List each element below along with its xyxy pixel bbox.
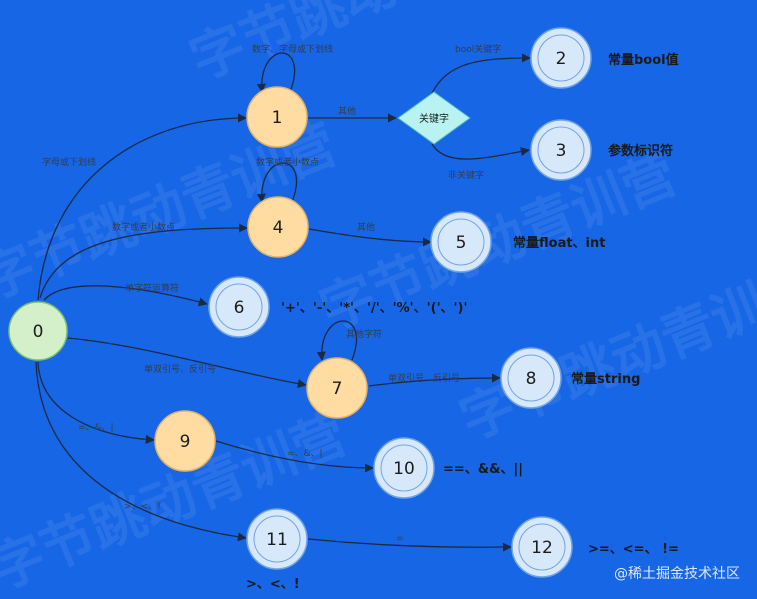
state-inner-ring (507, 354, 555, 402)
state-circle (373, 437, 435, 499)
state-layer: 0 1 2 3 4 5 6 (8, 27, 592, 578)
state-circle (530, 119, 592, 181)
state-label: 7 (332, 379, 343, 399)
state-s2: 2 (530, 27, 592, 89)
edge-layer (35, 52, 531, 552)
state-circle (208, 276, 270, 338)
token-label-s10: ==、&&、|| (443, 462, 523, 477)
edge-s9-s10 (215, 440, 374, 473)
edge-label-s7-s8: 单双引号、反引号 (388, 372, 460, 384)
edge-label-s0-s11: >、<、! (124, 502, 161, 512)
edge-label-s0-s4: 数字或者小数点 (112, 221, 175, 233)
token-label-s5: 常量float、int (513, 235, 605, 251)
decision-diamond (397, 91, 471, 145)
token-label-layer: 常量bool值 参数标识符 常量float、int '+'、'-'、'*'、'/… (246, 52, 679, 592)
state-s8: 8 (500, 347, 562, 409)
edge-keyword-s2 (431, 53, 531, 94)
state-label: 10 (393, 459, 415, 479)
state-s12: 12 (511, 516, 573, 578)
edge-label-s1-keyword: 其他 (338, 105, 356, 117)
state-label: 2 (556, 49, 567, 69)
edge-s0-s4 (39, 223, 248, 299)
edge-keyword-s3 (431, 143, 530, 160)
state-s11: 11 (246, 508, 308, 570)
edge-label-s0-s7: 单双引号、反引号 (144, 363, 216, 375)
edge-label-s0-s1: 字母或下划线 (42, 156, 96, 168)
state-circle (246, 86, 308, 148)
state-inner-ring (537, 34, 585, 82)
state-label: 0 (33, 322, 44, 342)
state-inner-ring (518, 523, 566, 571)
token-label-s2: 常量bool值 (608, 52, 679, 68)
token-label-s6: '+'、'-'、'*'、'/'、'%'、'('、')' (281, 301, 467, 316)
edge-s0-s1 (37, 113, 247, 301)
edge-s1-s1-loop (256, 52, 296, 93)
state-inner-ring (215, 283, 263, 331)
state-inner-ring (537, 126, 585, 174)
state-s10: 10 (373, 437, 435, 499)
edge-label-s7-loop: 其他字符 (346, 328, 382, 340)
state-circle (430, 211, 492, 273)
edge-label-s0-s6: 单字符运算符 (125, 282, 179, 294)
edge-label-s1-loop: 数字、字母或下划线 (252, 43, 333, 55)
edge-label-s0-s9: =、&、| (78, 423, 114, 433)
decision-keyword: 关键字 (397, 91, 471, 145)
state-s4: 4 (247, 196, 309, 258)
state-circle (500, 347, 562, 409)
state-inner-ring (253, 515, 301, 563)
state-circle (154, 410, 216, 472)
state-inner-ring (437, 218, 485, 266)
edge-label-s4-loop: 数字或者小数点 (256, 156, 319, 168)
watermark: 字节跳动青训营 (451, 252, 757, 452)
edge-s7-s8 (368, 373, 501, 387)
token-label-s8: 常量string (571, 371, 640, 387)
state-label: 9 (180, 432, 191, 452)
edge-s0-s7 (67, 337, 307, 389)
state-s7: 7 (306, 357, 368, 419)
state-circle (511, 516, 573, 578)
edge-label-s4-s5: 其他 (357, 221, 375, 233)
decision-label: 关键字 (419, 112, 449, 125)
edge-s7-s7-loop (316, 320, 358, 361)
edge-label-s9-s10: =、&、| (287, 449, 323, 459)
state-s5: 5 (430, 211, 492, 273)
edge-label-keyword-s3: 非关键字 (448, 169, 484, 181)
state-label: 11 (266, 530, 288, 550)
token-label-s12: >=、<=、 != (588, 542, 679, 557)
state-s3: 3 (530, 119, 592, 181)
edge-label-s11-s12: = (396, 534, 404, 544)
state-label: 1 (272, 108, 283, 128)
edge-s4-s4-loop (256, 162, 298, 203)
edge-s4-s5 (308, 228, 432, 247)
edge-s0-s9 (37, 361, 155, 445)
edge-s0-s6 (43, 285, 208, 307)
state-circle (306, 357, 368, 419)
state-label: 3 (556, 141, 567, 161)
token-label-s11: >、<、! (246, 577, 300, 592)
state-label: 4 (273, 218, 284, 238)
state-circle (8, 301, 68, 361)
edge-s11-s12 (307, 538, 512, 552)
state-circle (247, 196, 309, 258)
state-label: 5 (456, 233, 467, 253)
state-s1: 1 (246, 86, 308, 148)
state-s9: 9 (154, 410, 216, 472)
credit-watermark: @稀土掘金技术社区 (614, 566, 740, 582)
edge-label-keyword-s2: bool关键字 (455, 43, 501, 55)
edge-s0-s11 (35, 361, 247, 542)
state-s6: 6 (208, 276, 270, 338)
edge-label-layer: 字母或下划线 数字、字母或下划线 其他 bool关键字 非关键字 数字或者小数点… (42, 43, 501, 544)
state-circle (246, 508, 308, 570)
token-label-s3: 参数标识符 (608, 143, 673, 159)
state-inner-ring (380, 444, 428, 492)
state-label: 6 (234, 298, 245, 318)
state-s0: 0 (8, 301, 68, 361)
state-label: 12 (531, 538, 553, 558)
state-label: 8 (526, 369, 537, 389)
state-circle (530, 27, 592, 89)
